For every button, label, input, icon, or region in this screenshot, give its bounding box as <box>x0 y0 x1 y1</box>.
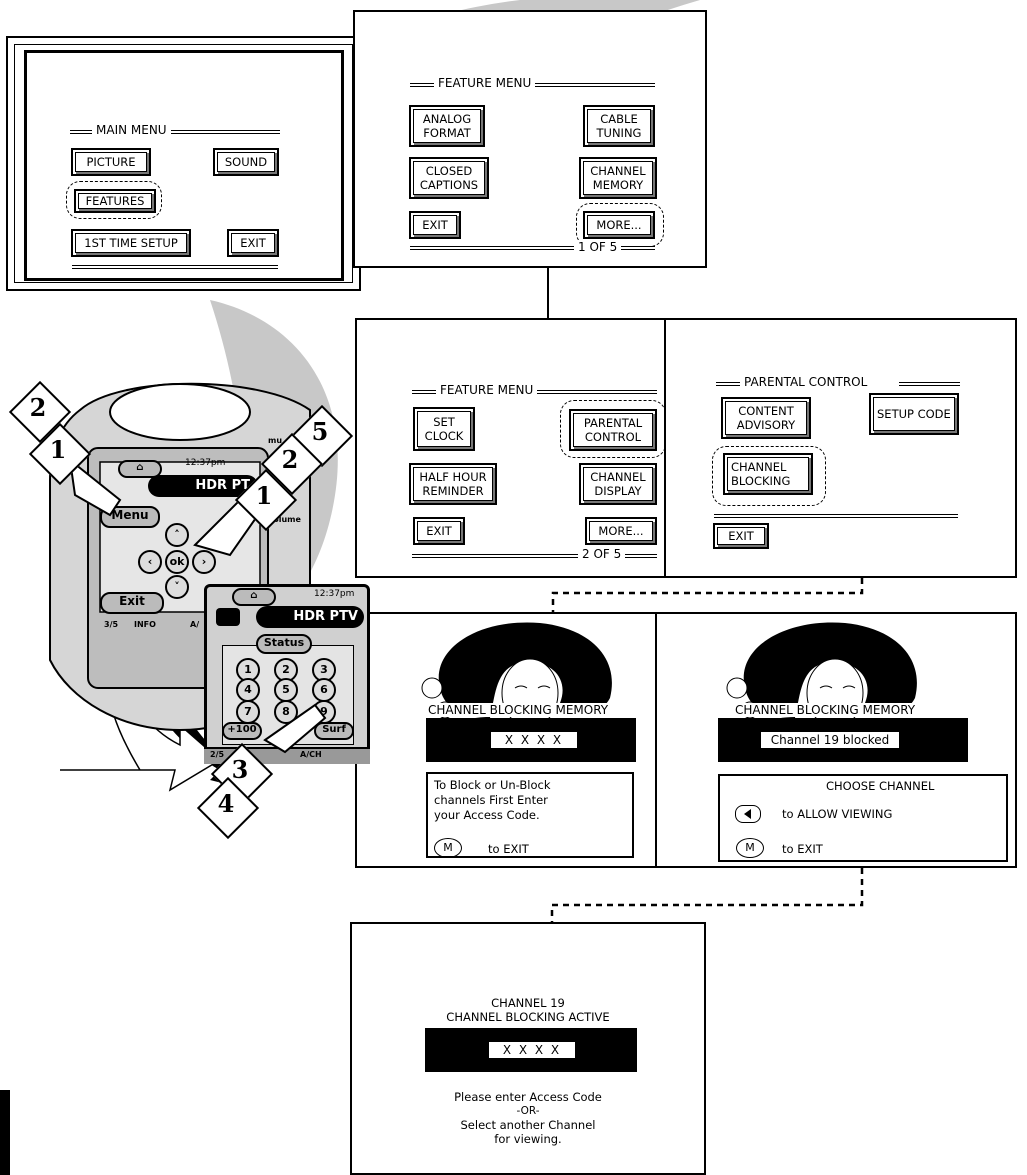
closed-captions-button[interactable]: CLOSED CAPTIONS <box>410 158 488 198</box>
cable-tuning-button[interactable]: CABLE TUNING <box>584 106 654 146</box>
step-1b: 1 <box>255 481 273 510</box>
right-button[interactable]: › <box>192 550 216 574</box>
left-arrow-key-icon <box>735 805 761 823</box>
active-msg-1: Please enter Access Code <box>454 1090 602 1104</box>
access-code-field-2[interactable]: X X X X <box>488 1041 576 1059</box>
step-5: 5 <box>311 417 329 446</box>
main-exit-button[interactable]: EXIT <box>228 230 278 256</box>
remote-front-page: 2/5 <box>210 750 225 759</box>
parental-control-button[interactable]: PARENTAL CONTROL <box>570 410 656 450</box>
home-button-back[interactable]: ⌂ <box>118 460 162 478</box>
active-channel-line: CHANNEL 19 <box>491 996 565 1010</box>
m-key-icon: M <box>434 838 462 858</box>
active-msg-2: -OR- <box>516 1105 540 1117</box>
instruction-line-3: your Access Code. <box>434 808 540 822</box>
feature2-exit-button[interactable]: EXIT <box>414 518 464 544</box>
device-label-back: HDR PT <box>148 475 258 497</box>
blocking-memory-2-title: CHANNEL BLOCKING MEMORY <box>735 703 916 717</box>
remote-front-time: 12:37pm <box>314 589 355 599</box>
arrow-line-2 <box>551 578 864 630</box>
exit-hint-1: to EXIT <box>488 842 529 856</box>
parental-exit-button[interactable]: EXIT <box>714 524 768 548</box>
home-button-front[interactable]: ⌂ <box>232 588 276 606</box>
menu-button[interactable]: Menu <box>100 506 160 528</box>
down-button[interactable]: ˅ <box>165 575 189 599</box>
m-key-icon-2: M <box>736 838 764 858</box>
parental-bottom-rule <box>714 514 958 518</box>
access-code-field-1[interactable]: X X X X <box>490 731 578 749</box>
exit-button-remote[interactable]: Exit <box>100 592 164 614</box>
content-advisory-button[interactable]: CONTENT ADVISORY <box>722 398 810 438</box>
hand-3-icon <box>263 703 327 754</box>
analog-format-button[interactable]: ANALOG FORMAT <box>410 106 484 146</box>
device-label-front: HDR PTV <box>256 606 364 628</box>
status-button[interactable]: Status <box>256 634 312 654</box>
surf-button[interactable]: Surf <box>314 722 354 740</box>
hand-1-icon <box>68 457 122 517</box>
volume-label: volume <box>268 515 301 524</box>
picture-button[interactable]: PICTURE <box>72 149 150 175</box>
setup-code-button[interactable]: SETUP CODE <box>870 394 958 434</box>
step-3: 3 <box>231 755 249 784</box>
main-menu-rule <box>70 130 280 134</box>
remote-back-page: 3/5 <box>104 620 119 629</box>
step-4: 4 <box>217 789 235 818</box>
sound-button[interactable]: SOUND <box>214 149 278 175</box>
blocking-memory-1-title: CHANNEL BLOCKING MEMORY <box>428 703 609 717</box>
feature-menu-1-bottom-rule <box>410 246 655 250</box>
channel-status-field: Channel 19 blocked <box>760 731 900 749</box>
ok-button[interactable]: ok <box>165 550 189 574</box>
feature-menu-1-page: 1 OF 5 <box>574 240 622 254</box>
page-edge-bar <box>0 1090 10 1175</box>
active-msg-3: Select another Channel <box>460 1118 596 1132</box>
arrow-line-4 <box>550 868 864 938</box>
allow-viewing-hint: to ALLOW VIEWING <box>782 807 893 821</box>
main-menu-bottom-rule <box>72 265 278 269</box>
set-clock-button[interactable]: SET CLOCK <box>414 408 474 450</box>
parental-title: PARENTAL CONTROL <box>740 375 900 389</box>
info-label: INFO <box>134 620 156 629</box>
step-2a: 2 <box>29 393 47 422</box>
active-status-line: CHANNEL BLOCKING ACTIVE <box>446 1010 610 1024</box>
mute-label: mu <box>268 436 283 445</box>
feature1-more-button[interactable]: MORE... <box>584 212 654 238</box>
active-msg-4: for viewing. <box>494 1132 562 1146</box>
channel-blocking-button[interactable]: CHANNEL BLOCKING <box>724 454 812 494</box>
instruction-line-1: To Block or Un-Block <box>434 778 551 792</box>
choose-channel-label: CHOOSE CHANNEL <box>826 779 935 793</box>
up-button[interactable]: ˄ <box>165 523 189 547</box>
features-highlight <box>66 181 162 219</box>
feature2-more-button[interactable]: MORE... <box>586 518 656 544</box>
channel-display-button[interactable]: CHANNEL DISPLAY <box>580 464 656 504</box>
blocking-memory-2-panel <box>718 774 1008 862</box>
main-menu-screen <box>6 36 361 291</box>
feature-menu-2-title: FEATURE MENU <box>436 383 538 397</box>
channel-blocking-highlight <box>712 446 826 506</box>
instruction-line-2: channels First Enter <box>434 793 548 807</box>
step-2b: 2 <box>281 445 299 474</box>
feature-menu-2-bottom-rule <box>412 554 657 558</box>
power-button[interactable] <box>216 608 240 626</box>
feature1-exit-button[interactable]: EXIT <box>410 212 460 238</box>
left-button[interactable]: ‹ <box>138 550 162 574</box>
plus100-button[interactable]: +100 <box>222 722 262 740</box>
ach-label-front: A/CH <box>300 750 322 759</box>
step-1a: 1 <box>49 435 67 464</box>
exit-hint-2: to EXIT <box>782 842 823 856</box>
feature-menu-2-page: 2 OF 5 <box>578 547 626 561</box>
remote-back-time: 12:37pm <box>185 458 226 468</box>
first-time-setup-button[interactable]: 1ST TIME SETUP <box>72 230 190 256</box>
main-menu-title: MAIN MENU <box>92 123 171 137</box>
channel-memory-button[interactable]: CHANNEL MEMORY <box>580 158 656 198</box>
features-button[interactable]: FEATURES <box>75 190 155 212</box>
feature-menu-1-title: FEATURE MENU <box>434 76 536 90</box>
ach-label-back: A/ <box>190 620 200 629</box>
half-hour-reminder-button[interactable]: HALF HOUR REMINDER <box>410 464 496 504</box>
